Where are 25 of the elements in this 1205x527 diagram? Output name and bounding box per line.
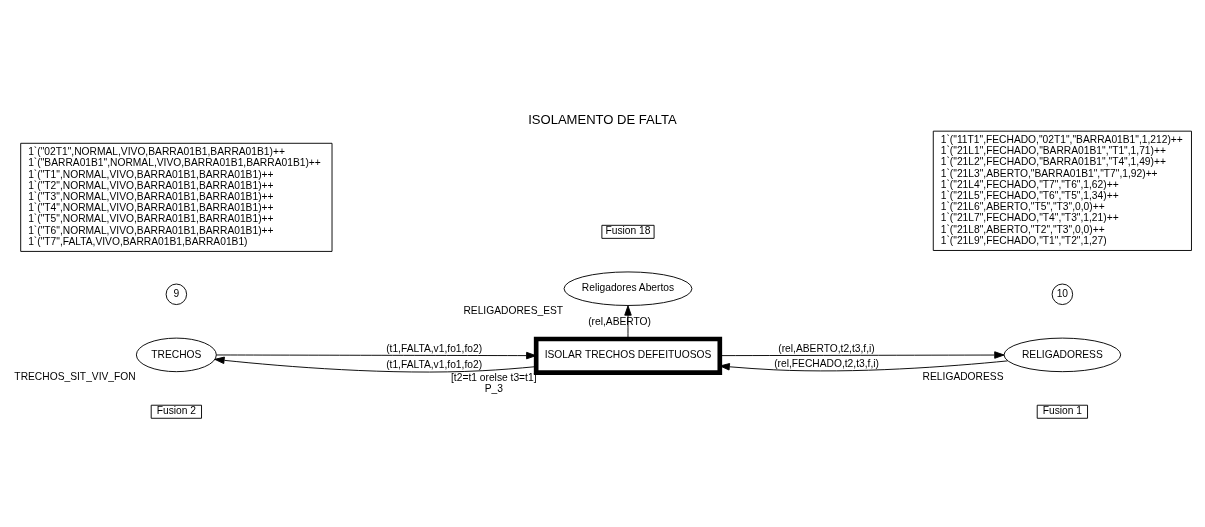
node-box: Fusion 2: [150, 404, 202, 419]
node-label: P_3: [484, 382, 503, 394]
edge-label: (rel,ABERTO,t2,t3,f,i): [778, 342, 875, 354]
node-ellipse: TRECHOS: [135, 337, 217, 372]
node-box: Fusion 18: [601, 224, 655, 239]
arrow: [719, 359, 1009, 371]
node-label: RELIGADORESS: [922, 370, 1004, 382]
node-circle: 9: [165, 283, 188, 305]
arrow: [719, 350, 1005, 359]
diagram-title: ISOLAMENTO DE FALTA: [528, 111, 677, 127]
node-box: 1`("11T1",FECHADO,"02T1","BARRA01B1",1,212)++ 1`("21L1",FECHADO,"BARRA01B1","T1",1,71)++ 1`("21L2",FECHADO,"BARRA01B1","T4",1,49)++ 1`("21L3",ABERTO,"BARRA01B1","T7",1,92)++ 1`("21L4",FECHADO,"T7","T6",1,62)++ 1`("21L5",FECHADO,"T6","T5",1,34)++ 1`("21L6",ABERTO,"T5","T3",0,0)++ 1`("21L7",FECHADO,"T4","T3",1,21)++ 1`("21L8",ABERTO,"T2","T3",0,0)++ 1`("21L9",FECHADO,"T1","T2",1,27): [932, 130, 1192, 251]
node-label: TRECHOS_SIT_VIV_FON: [14, 370, 136, 382]
arrow: [215, 351, 537, 359]
node-box: Fusion 1: [1036, 404, 1088, 419]
node-ellipse: Religadores Abertos: [563, 270, 693, 306]
node-label: RELIGADORES_EST: [463, 304, 564, 316]
node-ellipse: RELIGADORESS: [1003, 337, 1122, 372]
edge-label: (t1,FALTA,v1,fo1,fo2): [386, 358, 483, 370]
edge-label: (rel,FECHADO,t2,t3,f,i): [774, 357, 879, 369]
edge-label: (rel,ABERTO): [588, 315, 652, 327]
node-box: 1`("02T1",NORMAL,VIVO,BARRA01B1,BARRA01B1)++ 1`("BARRA01B1",NORMAL,VIVO,BARRA01B1,BARRA01B1)++ 1`("T1",NORMAL,VIVO,BARRA01B1,BARRA01B1)++ 1`("T2",NORMAL,VIVO,BARRA01B1,BARRA01B1)++ 1`("T3",NORMAL,VIVO,BARRA01B1,BARRA01B1)++ 1`("T4",NORMAL,VIVO,BARRA01B1,BARRA01B1)++ 1`("T5",NORMAL,VIVO,BARRA01B1,BARRA01B1)++ 1`("T6",NORMAL,VIVO,BARRA01B1,BARRA01B1)++ 1`("T7",FALTA,VIVO,BARRA01B1,BARRA01B1): [20, 142, 333, 252]
edge-label: (t1,FALTA,v1,fo1,fo2): [386, 342, 483, 354]
arrow: [214, 356, 537, 372]
node-circle: 10: [1051, 283, 1074, 305]
node-box: ISOLAR TRECHOS DEFEITUOSOS: [533, 336, 723, 375]
